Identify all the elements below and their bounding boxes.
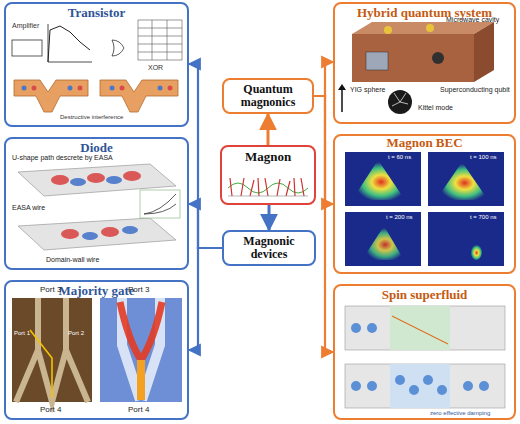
node-title: Magnon — [245, 150, 291, 164]
hybrid-illustration — [338, 22, 494, 114]
majority-gate-illustration — [12, 298, 182, 402]
flow-arrow — [267, 114, 270, 145]
core-box: Magnon — [220, 145, 316, 205]
node-title: Spin superfluid — [382, 288, 468, 302]
annotation-label: YIG sphere — [350, 86, 385, 93]
application-panel: Majority gate — [4, 280, 189, 420]
flow-arrow — [314, 96, 333, 204]
flow-arrow — [268, 205, 271, 230]
annotation-label: Port 4 — [40, 406, 61, 414]
annotation-label: Superconducting qubit — [440, 86, 510, 93]
annotation-label: zero effective damping — [430, 410, 490, 416]
annotation-label: Port 3 — [40, 286, 61, 294]
application-panel: Spin superfluid — [333, 284, 516, 420]
node-title: Transistor — [68, 6, 126, 20]
flow-arrow — [189, 64, 222, 248]
annotation-label: Port 3 — [128, 286, 149, 294]
node-title: Majority gate — [58, 284, 134, 298]
annotation-label: Port 2 — [68, 330, 84, 336]
annotation-label: Microwave cavity — [446, 16, 499, 23]
annotation-label: t = 60 ns — [388, 154, 411, 160]
flow-arrow — [189, 204, 222, 248]
node-title: Magnonic devices — [224, 235, 314, 261]
annotation-label: Domain-wall wire — [46, 256, 99, 263]
annotation-label: U-shape path descrete by EASA — [12, 154, 113, 161]
annotation-label: Destructive interference — [60, 114, 123, 120]
annotation-label: Kittel mode — [418, 104, 453, 111]
annotation-label: t = 700 ns — [470, 214, 497, 220]
transistor-illustration — [12, 20, 182, 112]
annotation-label: Amplifier — [12, 22, 39, 29]
flow-arrow — [189, 248, 222, 350]
category-box: Magnonic devices — [222, 230, 316, 266]
node-title: Quantum magnonics — [224, 83, 312, 109]
annotation-label: Port 4 — [128, 406, 149, 414]
spin-wave-illustration — [228, 178, 308, 196]
node-title: Diode — [80, 141, 113, 155]
annotation-label: EASA wire — [12, 204, 45, 211]
category-box: Quantum magnonics — [222, 78, 314, 114]
superfluid-illustration — [345, 306, 505, 408]
bec-heatmaps — [345, 152, 504, 266]
annotation-label: t = 200 ns — [386, 214, 413, 220]
annotation-label: Port 1 — [14, 330, 30, 336]
flow-arrow — [314, 62, 333, 96]
flow-arrow — [314, 96, 333, 352]
annotation-label: t = 100 ns — [470, 154, 497, 160]
node-title: Magnon BEC — [386, 136, 462, 150]
annotation-label: XOR — [148, 64, 163, 71]
